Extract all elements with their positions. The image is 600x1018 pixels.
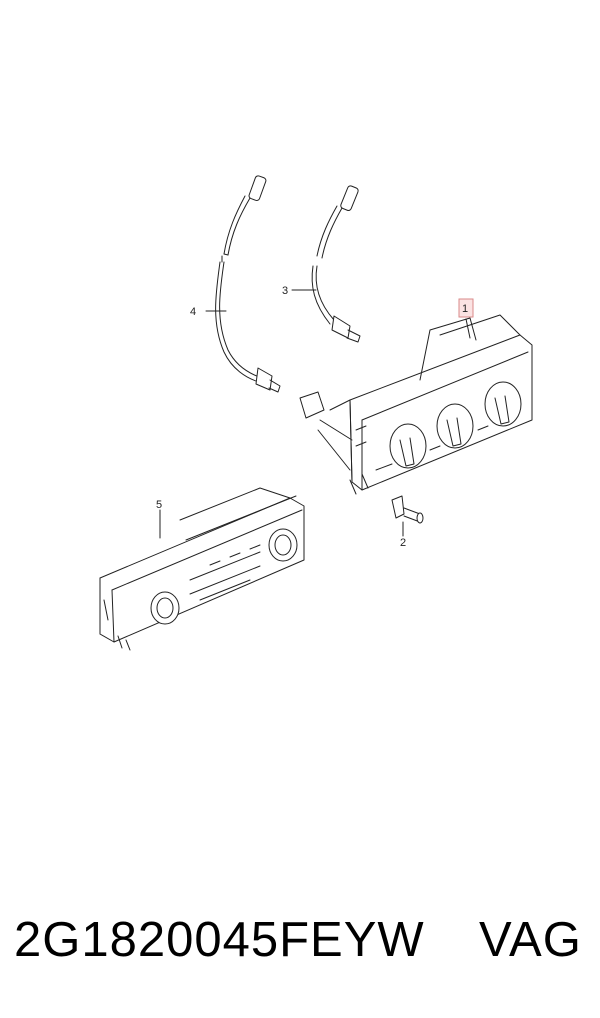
sensor-cable-part-4: [215, 175, 281, 393]
caption-bar: 2G1820045FEYW VAG: [0, 905, 600, 975]
callout-4: 4: [190, 306, 196, 318]
climate-control-unit-part-1: [299, 314, 533, 495]
leader-line-1: [465, 318, 471, 339]
callout-3: 3: [282, 285, 288, 297]
climatronic-unit-part-5: [99, 487, 305, 651]
callout-2: 2: [400, 537, 406, 549]
callout-box-1: [458, 298, 474, 318]
sensor-cable-part-3: [311, 185, 361, 343]
part-number-label: 2G1820045FEYW: [14, 913, 425, 967]
brand-label: VAG: [479, 913, 582, 967]
callout-1: 1: [462, 303, 468, 315]
callout-5: 5: [156, 499, 162, 511]
screw-part-2: [391, 495, 424, 524]
